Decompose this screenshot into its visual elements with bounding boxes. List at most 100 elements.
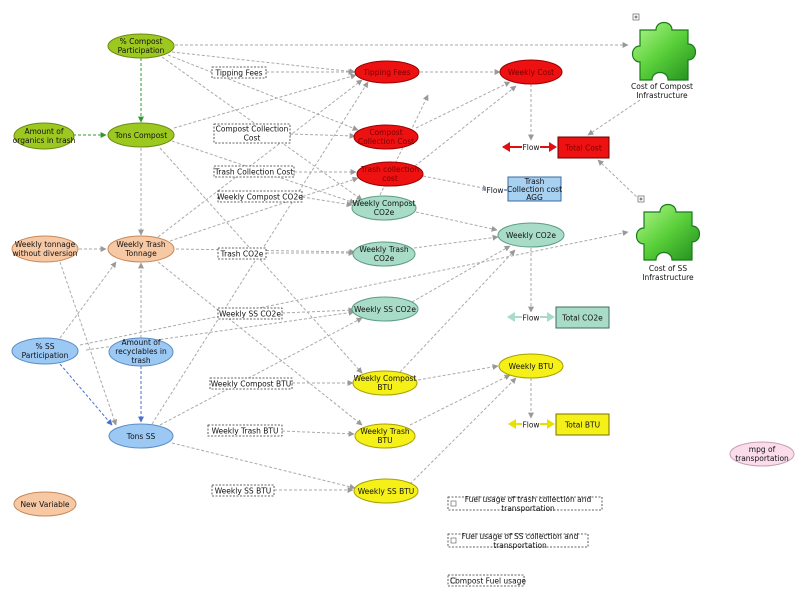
note-fuel-trash[interactable]: Fuel usage of trash collection and trans… <box>447 495 603 513</box>
edge-ss-participation-to-trash-tonnage <box>59 261 117 339</box>
notes-layer: Fuel usage of trash collection and trans… <box>447 495 603 587</box>
node-compost-collection-cost[interactable]: Compost Collection Cost <box>353 124 419 150</box>
edge-compost-btu-to-weekly-btu <box>417 363 499 381</box>
const-weekly-ss-co2e-label: Weekly SS CO2e <box>219 310 281 319</box>
stock-total-btu[interactable]: Total BTU <box>555 413 610 436</box>
stock-trash-collection-ags[interactable]: Trash Collection cost AGG <box>507 176 562 202</box>
edge-tons-ss-to-ss-co2e <box>159 317 363 426</box>
node-weekly-tonnage[interactable]: Weekly tonnage without diversion <box>11 235 79 263</box>
node-new-variable[interactable]: New Variable <box>13 491 77 517</box>
node-weekly-ss-co2e[interactable]: Weekly SS CO2e <box>351 296 419 322</box>
node-tons-compost[interactable]: Tons Compost <box>107 122 175 148</box>
puzzle-icon <box>631 21 697 81</box>
note-fuel-ss-expand-icon[interactable] <box>450 537 457 544</box>
node-weekly-ss-btu[interactable]: Weekly SS BTU <box>353 478 419 504</box>
edge-ss-infra-to-total-cost <box>597 159 641 201</box>
node-ss-participation-shape <box>11 337 79 365</box>
const-trash-collection-cost[interactable]: Trash Collection Cost <box>213 165 295 178</box>
module-ss-infrastructure[interactable]: Cost of SS Infrastructure <box>635 195 701 282</box>
node-ss-participation[interactable]: % SS Participation <box>11 337 79 365</box>
flow-btu[interactable]: Flow <box>508 419 555 430</box>
flow-btu-label: Flow <box>522 421 539 430</box>
node-tons-ss[interactable]: Tons SS <box>108 423 174 449</box>
note-fuel-ss[interactable]: Fuel usage of SS collection and transpor… <box>447 532 589 550</box>
stock-total-co2e[interactable]: Total CO2e <box>555 306 610 329</box>
node-trash-collection-cost-line1: Trash collection <box>360 165 419 174</box>
edge-trash-tonnage-to-tipping <box>157 79 363 238</box>
edge-tons-compost-to-tipping <box>173 73 357 129</box>
const-trash-collection-cost-label: Trash Collection Cost <box>214 168 293 177</box>
node-compost-participation-line2: Participation <box>118 46 165 55</box>
flow-ags[interactable]: Flow <box>484 185 507 195</box>
node-trash-collection-cost-line2: cost <box>382 174 398 183</box>
stock-ags-line1: Trash <box>524 177 545 186</box>
module-ss-expand-plus <box>639 197 643 201</box>
flow-cost[interactable]: Flow <box>502 141 557 152</box>
edge-tons-compost-to-compost-btu <box>159 147 363 374</box>
const-weekly-ss-btu[interactable]: Weekly SS BTU <box>211 484 275 497</box>
edge-compost-cc-to-weekly-cost <box>415 81 511 129</box>
node-tons-ss-shape <box>108 423 174 449</box>
node-tons-compost-line1: Tons Compost <box>114 131 167 140</box>
edge-const-compost-cc <box>289 132 356 139</box>
node-compost-collection-cost-shape <box>353 124 419 150</box>
node-mpg[interactable]: mpg of transportation <box>729 441 795 467</box>
node-weekly-cost[interactable]: Weekly Cost <box>499 59 563 85</box>
const-weekly-ss-co2e[interactable]: Weekly SS CO2e <box>217 307 283 320</box>
const-weekly-compost-btu[interactable]: Weekly Compost BTU <box>209 377 293 390</box>
note-compost-fuel[interactable]: Compost Fuel usage <box>447 574 526 587</box>
edge-ss-participation-to-tons-ss <box>59 363 113 426</box>
node-weekly-trash-co2e-line2: CO2e <box>374 254 395 263</box>
node-compost-participation-shape <box>107 33 175 59</box>
edge-tonnage-to-tons-ss <box>59 261 118 426</box>
node-amount-organics[interactable]: Amount of organics in trash <box>13 122 76 150</box>
edge-ss-co2e-to-weekly-co2e <box>411 245 511 303</box>
node-compost-collection-cost-line1: Compost <box>369 128 402 137</box>
flow-co2e[interactable]: Flow <box>507 312 555 323</box>
stock-total-cost-label: Total Cost <box>564 144 602 153</box>
node-weekly-compost-co2e-line1: Weekly Compost <box>353 199 416 208</box>
node-tipping-fees[interactable]: Tipping Fees <box>354 60 420 84</box>
node-weekly-trash-btu-line1: Weekly Trash <box>360 427 410 436</box>
node-weekly-btu[interactable]: Weekly BTU <box>498 353 564 379</box>
stock-total-btu-label: Total BTU <box>564 421 600 430</box>
const-weekly-ss-btu-label: Weekly SS BTU <box>215 487 272 496</box>
const-trash-co2e[interactable]: Trash CO2e <box>217 247 267 260</box>
node-new-variable-line1: New Variable <box>20 500 69 509</box>
node-weekly-compost-btu[interactable]: Weekly Compost BTU <box>352 370 418 396</box>
const-weekly-trash-btu-label: Weekly Trash BTU <box>212 427 279 436</box>
node-compost-participation[interactable]: % Compost Participation <box>107 33 175 59</box>
note-fuel-trash-expand-icon[interactable] <box>450 500 457 507</box>
node-weekly-trash-tonnage-line2: Tonnage <box>124 249 157 258</box>
const-compost-collection-cost[interactable]: Compost Collection Cost <box>213 123 291 144</box>
stock-total-co2e-box <box>555 306 610 329</box>
node-weekly-compost-btu-line2: BTU <box>377 383 392 392</box>
note-compost-fuel-expand-icon[interactable] <box>450 577 457 584</box>
const-weekly-trash-btu[interactable]: Weekly Trash BTU <box>207 424 283 437</box>
node-weekly-btu-line1: Weekly BTU <box>509 362 554 371</box>
edges-layer <box>59 42 641 493</box>
node-amount-recyclables-line1: Amount of <box>121 338 160 347</box>
stock-total-cost-box <box>557 136 610 159</box>
node-weekly-trash-co2e[interactable]: Weekly Trash CO2e <box>352 241 416 267</box>
const-tipping-fees[interactable]: Tipping Fees <box>211 66 267 79</box>
node-new-variable-shape <box>13 491 77 517</box>
const-weekly-compost-co2e[interactable]: Weekly Compost CO2e <box>217 190 303 203</box>
edge-const-ss-co2e <box>281 307 355 314</box>
node-weekly-trash-btu[interactable]: Weekly Trash BTU <box>354 423 416 449</box>
module-compost-infrastructure[interactable]: Cost of Compost Infrastructure <box>631 13 697 100</box>
node-weekly-compost-co2e[interactable]: Weekly Compost CO2e <box>351 195 417 221</box>
const-trash-co2e-label: Trash CO2e <box>220 250 264 259</box>
const-weekly-compost-co2e-label: Weekly Compost CO2e <box>217 193 303 202</box>
node-tipping-fees-shape <box>354 60 420 84</box>
edge-trash-cc-to-weekly-cost <box>414 85 517 167</box>
node-amount-recyclables[interactable]: Amount of recyclables in trash <box>108 337 174 367</box>
node-weekly-ss-co2e-shape <box>351 296 419 322</box>
node-weekly-co2e[interactable]: Weekly CO2e <box>497 222 565 248</box>
edge-const-trash-btu <box>281 430 355 437</box>
node-mpg-line2: transportation <box>735 454 789 463</box>
stock-total-cost[interactable]: Total Cost <box>557 136 610 159</box>
node-weekly-co2e-shape <box>497 222 565 248</box>
node-weekly-trash-tonnage[interactable]: Weekly Trash Tonnage <box>107 235 175 263</box>
node-trash-collection-cost[interactable]: Trash collection cost <box>356 161 424 187</box>
